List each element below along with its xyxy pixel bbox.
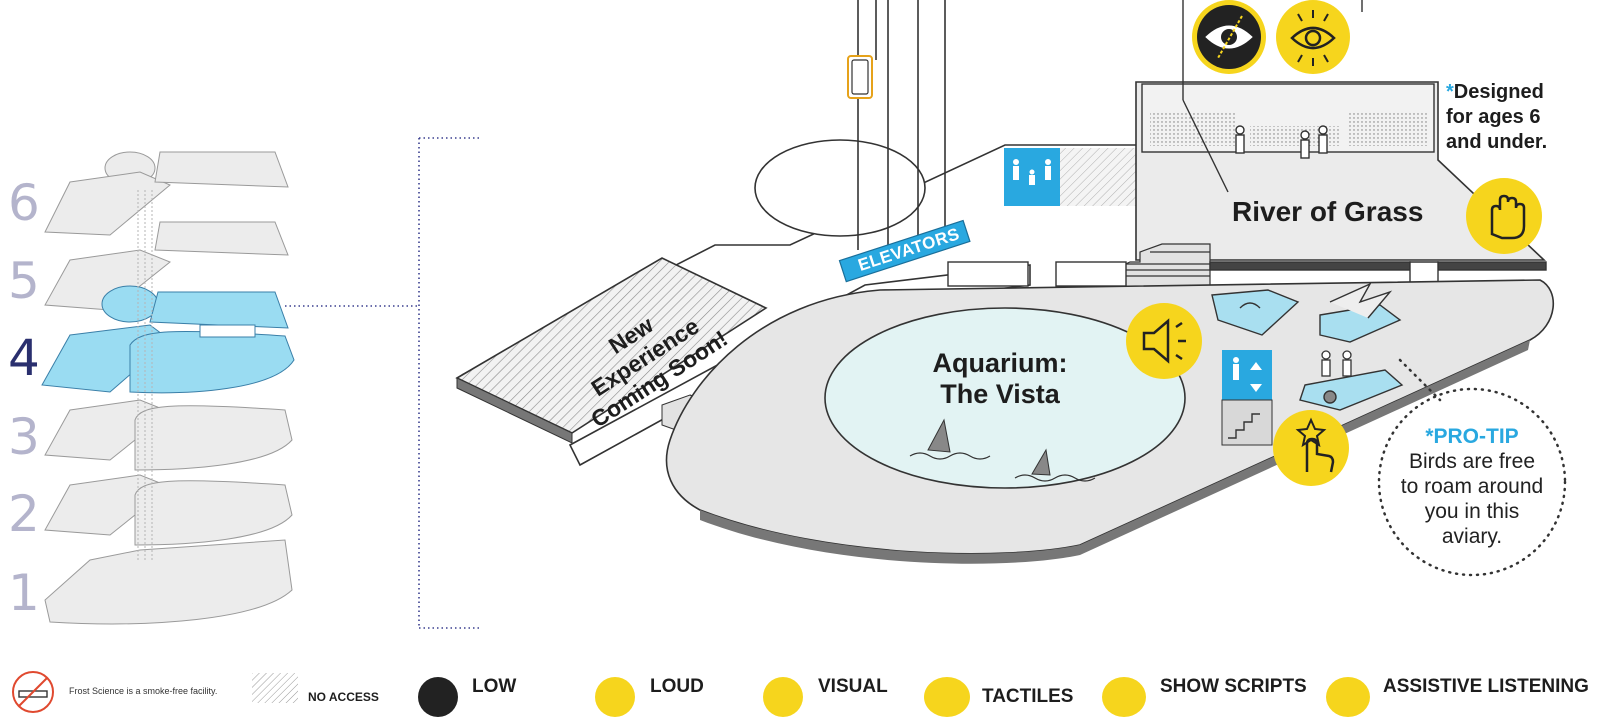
legend-tactiles-label[interactable]: TACTILES [982, 686, 1074, 707]
river-of-grass-area [1135, 0, 1547, 261]
legend-assistive-listening-label[interactable]: ASSISTIVE LISTENING [1383, 676, 1589, 697]
designed-asterisk: * [1446, 81, 1454, 103]
designed-note: *Designed for ages 6 and under. [1446, 80, 1547, 155]
floor-3-plan[interactable] [44, 399, 293, 471]
round-balcony [754, 139, 926, 237]
pro-tip-line-4: aviary. [1441, 525, 1503, 548]
legend-tactiles-icon [924, 677, 970, 717]
legend-visual-label[interactable]: VISUAL [818, 676, 888, 697]
river-of-grass-label: River of Grass [1232, 196, 1424, 227]
legend-loud-label[interactable]: LOUD [650, 676, 704, 697]
interactive-touch-icon[interactable] [1273, 410, 1349, 486]
pro-tip-line-3: you in this [1424, 500, 1520, 523]
floor-5-plan[interactable] [44, 221, 289, 311]
floor-4-map [455, 0, 1567, 577]
aquarium-tank [824, 307, 1186, 489]
no-access-label: NO ACCESS [308, 690, 379, 704]
loud-sound-icon[interactable] [1126, 303, 1202, 379]
floor-stack-diagram [41, 151, 295, 625]
floor-3-number[interactable]: 3 [8, 408, 40, 466]
tactile-icon[interactable] [1466, 178, 1542, 254]
legend: Frost Science is a smoke-free facility. … [0, 665, 1600, 717]
pro-tip-line-1: Birds are free [1408, 450, 1536, 473]
floor-6-plan[interactable] [44, 151, 289, 236]
floor-4-plan[interactable] [41, 285, 295, 394]
floor-2-number[interactable]: 2 [8, 485, 40, 543]
shark-fin-icon [927, 418, 1051, 476]
designed-line-2: for ages 6 [1446, 106, 1541, 128]
elevator-icon [1222, 350, 1272, 400]
pro-tip-line-2: to roam around [1400, 475, 1544, 498]
family-restroom-icon [1004, 148, 1140, 206]
designed-line-1: Designed [1453, 81, 1544, 103]
smoke-free-text: Frost Science is a smoke-free facility. [69, 686, 218, 696]
legend-show-scripts-label[interactable]: SHOW SCRIPTS [1160, 676, 1307, 697]
floor-2-plan[interactable] [44, 474, 293, 546]
legend-loud-icon [595, 677, 635, 717]
aquarium-line-2: The Vista [940, 379, 1060, 409]
pro-tip-title: PRO-TIP [1433, 425, 1519, 448]
visual-effects-icon[interactable] [1276, 0, 1350, 74]
pro-tip-text: *PRO-TIP Birds are free to roam around y… [1382, 424, 1562, 549]
legend-show-scripts-icon [1102, 677, 1146, 717]
no-smoking-icon [12, 671, 54, 713]
low-sensory-icon[interactable] [1192, 0, 1266, 74]
pro-tip-bubble [1377, 387, 1567, 577]
legend-assistive-listening-icon [1326, 677, 1370, 717]
aviary-ponds [1211, 282, 1404, 411]
floor-5-number[interactable]: 5 [8, 252, 40, 310]
stairs-icon [1221, 399, 1273, 446]
no-access-swatch [252, 673, 298, 703]
floor-4-number[interactable]: 4 [8, 329, 40, 387]
legend-visual-icon [763, 677, 803, 717]
aquarium-line-1: Aquarium: [932, 348, 1068, 378]
legend-low-label[interactable]: LOW [472, 676, 517, 697]
pro-tip-asterisk: * [1425, 425, 1434, 448]
zoom-bracket [285, 137, 480, 629]
aquarium-label: Aquarium: The Vista [900, 348, 1100, 410]
new-experience-area [455, 257, 768, 444]
floor-1-number[interactable]: 1 [8, 564, 40, 622]
floor-1-plan[interactable] [44, 539, 293, 625]
designed-line-3: and under. [1446, 131, 1548, 153]
legend-low-icon [418, 677, 458, 717]
elevators-banner [838, 219, 971, 283]
floor-6-number[interactable]: 6 [8, 174, 40, 232]
